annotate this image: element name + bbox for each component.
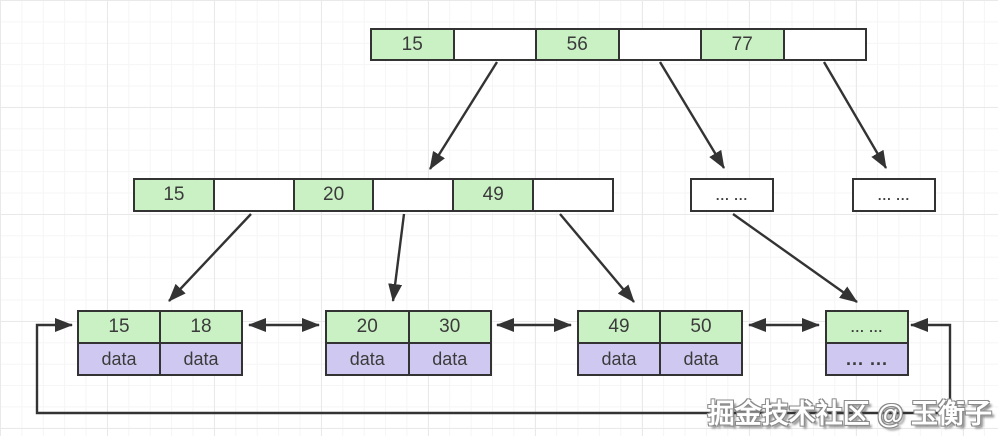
more-node-label: ... ... xyxy=(715,187,749,203)
arrow-more-1-to-leaf-4 xyxy=(732,213,858,303)
internal-key-cell: 20 xyxy=(294,180,375,210)
leaf-node-4: ... ... ... ... xyxy=(825,310,909,376)
more-node-label: ... ... xyxy=(877,187,911,203)
more-internal-node-2: ... ... xyxy=(852,178,936,212)
arrow-root-to-more-2 xyxy=(822,61,888,169)
leaf-node-3: 49 50 data data xyxy=(577,310,743,376)
leaf-data-cell: data xyxy=(161,344,241,374)
internal-key-cell: 15 xyxy=(135,180,215,210)
leaf-key-cell: 18 xyxy=(161,312,241,342)
root-pointer-cell xyxy=(785,30,866,59)
leaf-data-cell: data xyxy=(579,344,661,374)
leaf-key-cell: 30 xyxy=(409,312,490,342)
arrow-internal-to-leaf-1 xyxy=(168,213,252,302)
root-key-cell: 77 xyxy=(702,30,785,59)
leaf-data-cell: data xyxy=(409,344,490,374)
leaf-node-2: 20 30 data data xyxy=(325,310,492,376)
root-node: 15 56 77 xyxy=(370,28,867,61)
leaf-key-cell: 15 xyxy=(79,312,161,342)
root-key-cell: 15 xyxy=(372,30,455,59)
arrow-root-to-more-1 xyxy=(658,61,726,169)
leaf-data-cell: data xyxy=(327,344,410,374)
arrow-root-to-internal xyxy=(428,61,499,170)
arrow-internal-to-leaf-3 xyxy=(559,213,635,303)
internal-pointer-cell xyxy=(534,180,612,210)
leaf-data-cell: data xyxy=(79,344,161,374)
internal-key-cell: 49 xyxy=(454,180,535,210)
watermark: 掘金技术社区 @ 玉衡子 xyxy=(707,399,992,429)
root-key-cell: 56 xyxy=(537,30,620,59)
leaf-key-cell: 50 xyxy=(661,312,741,342)
leaf-node-1: 15 18 data data xyxy=(77,310,243,376)
root-pointer-cell xyxy=(620,30,702,59)
leaf-key-cell: ... ... xyxy=(827,312,907,342)
leaf-data-cell: data xyxy=(661,344,741,374)
leaf-data-cell: ... ... xyxy=(827,344,907,374)
root-pointer-cell xyxy=(455,30,537,59)
leaf-key-cell: 49 xyxy=(579,312,661,342)
leaf-key-cell: 20 xyxy=(327,312,410,342)
internal-pointer-cell xyxy=(215,180,295,210)
internal-node: 15 20 49 xyxy=(133,178,614,212)
internal-pointer-cell xyxy=(374,180,455,210)
arrow-internal-to-leaf-2 xyxy=(388,213,406,302)
more-internal-node-1: ... ... xyxy=(690,178,774,212)
